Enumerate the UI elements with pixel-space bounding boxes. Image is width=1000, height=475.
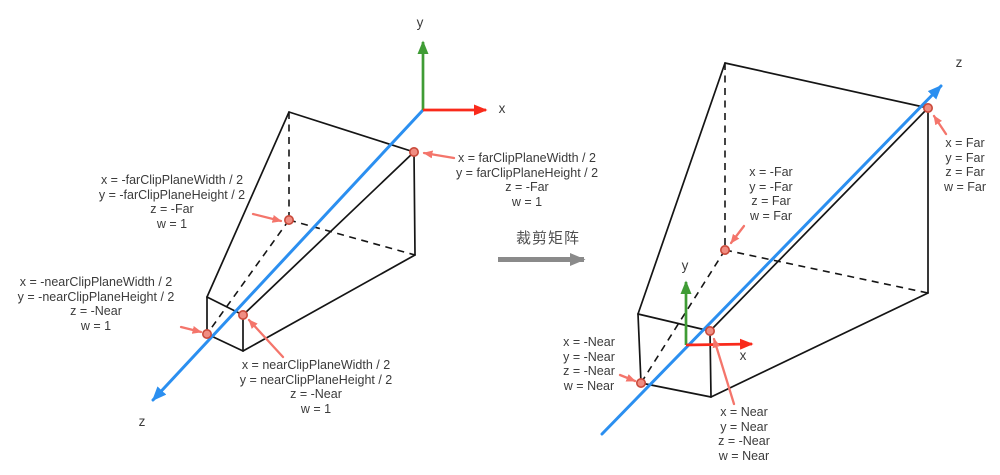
pointer-arrow: [932, 114, 948, 136]
label-line: w = 1: [156, 216, 188, 231]
frustum-hidden-edge: [724, 249, 929, 294]
pointer-arrow: [247, 318, 285, 359]
right-frustum-solid-edges: [637, 62, 929, 398]
pointer-arrow: [618, 373, 637, 383]
x-axis: [685, 338, 754, 350]
label-line: x = nearClipPlaneWidth / 2: [241, 358, 391, 372]
label-left-near-right-corner: x = nearClipPlaneWidth / 2 y = nearClipP…: [240, 358, 393, 416]
label-left-far-left-corner: x = -farClipPlaneWidth / 2 y = -farClipP…: [99, 173, 245, 231]
transform-arrow-label: 裁剪矩阵: [515, 230, 581, 247]
corner-dot-near-right: [238, 309, 249, 320]
corner-dot-near-right: [704, 325, 715, 336]
pointer-arrow: [712, 337, 736, 406]
frustum-edge: [242, 151, 415, 316]
label-line: y = -Near: [563, 349, 615, 364]
left-corner-dots: [202, 147, 419, 339]
frustum-edge: [709, 330, 712, 398]
label-line: z = -Near: [563, 364, 615, 379]
z-axis: [600, 84, 943, 436]
label-line: x = -Near: [563, 335, 615, 349]
label-line: z = -Far: [505, 180, 549, 195]
pointer-arrow: [422, 150, 456, 160]
label-line: w = 1: [511, 194, 543, 209]
label-line: y = -farClipPlaneHeight / 2: [98, 187, 246, 202]
frustum-hidden-edge: [288, 219, 416, 256]
left-y-axis-label: y: [416, 15, 424, 30]
label-line: w = Near: [563, 378, 615, 393]
label-line: y = -nearClipPlaneHeight / 2: [17, 289, 175, 304]
label-line: x = farClipPlaneWidth / 2: [458, 151, 596, 165]
z-axis: [151, 108, 425, 402]
label-left-far-right-corner: x = farClipPlaneWidth / 2 y = farClipPla…: [456, 151, 598, 209]
right-corner-dots: [635, 103, 933, 388]
corner-dot-near-left: [202, 328, 213, 339]
label-line: z = Far: [945, 165, 985, 180]
label-line: x = Near: [720, 405, 768, 419]
right-z-axis-label: z: [955, 55, 963, 70]
label-line: x = -nearClipPlaneWidth / 2: [19, 275, 173, 289]
label-line: w = Near: [718, 448, 770, 463]
label-line: w = 1: [300, 401, 332, 416]
frustum-edge: [640, 382, 712, 398]
label-line: z = -Near: [290, 387, 342, 402]
frustum-edge: [710, 292, 929, 398]
frustum-edge: [206, 296, 244, 316]
label-line: z = -Near: [70, 304, 122, 319]
right-x-axis-label: x: [739, 348, 747, 363]
corner-dot-far-hidden: [719, 245, 730, 256]
frustum-edge: [242, 254, 416, 352]
right-frustum-hidden-edges: [640, 63, 929, 384]
label-line: y = farClipPlaneHeight / 2: [455, 165, 599, 180]
frustum-edge: [709, 107, 929, 332]
label-line: z = Far: [751, 194, 791, 209]
label-line: y = -Far: [749, 179, 793, 194]
left-frustum-solid-edges: [206, 111, 416, 352]
left-pointer-arrows: [179, 150, 456, 359]
label-line: x = -farClipPlaneWidth / 2: [100, 173, 244, 187]
left-frustum-hidden-edges: [206, 112, 416, 335]
frustum-edge: [288, 111, 415, 153]
label-right-near-left-corner: x = -Near y = -Near z = -Near w = Near: [563, 335, 615, 393]
corner-dot-near-left: [635, 377, 646, 388]
frustum-edge: [637, 313, 642, 384]
corner-dot-far-right: [408, 147, 419, 158]
label-line: y = Near: [720, 419, 768, 434]
left-axes: [151, 40, 488, 402]
label-left-near-left-corner: x = -nearClipPlaneWidth / 2 y = -nearCli…: [18, 275, 175, 333]
frustum-edge: [637, 62, 726, 315]
label-line: y = Far: [945, 150, 985, 165]
pointer-arrow: [179, 325, 203, 334]
label-right-far-hidden-corner: x = -Far y = -Far z = Far w = Far: [749, 165, 792, 223]
corner-dot-far-hidden: [283, 215, 294, 226]
label-line: w = Far: [943, 179, 987, 194]
label-right-far-corner: x = Far y = Far z = Far w = Far: [944, 136, 986, 194]
frustum-edge: [724, 62, 929, 109]
frustum-hidden-edge: [640, 249, 726, 384]
corner-dot-far-right: [922, 103, 933, 114]
label-line: z = -Near: [718, 434, 770, 449]
label-line: z = -Far: [150, 202, 194, 217]
label-line: w = Far: [749, 208, 793, 223]
left-z-axis-label: z: [138, 414, 146, 429]
label-line: y = nearClipPlaneHeight / 2: [239, 372, 393, 387]
right-pointer-arrows: [618, 114, 948, 406]
label-right-near-right-corner: x = Near y = Near z = -Near w = Near: [718, 405, 770, 463]
label-line: w = 1: [80, 318, 112, 333]
label-line: x = Far: [945, 136, 985, 150]
left-x-axis-label: x: [498, 101, 506, 116]
right-y-axis-label: y: [681, 258, 689, 273]
frustum-edge: [413, 151, 416, 256]
frustum-hidden-edge: [206, 219, 290, 335]
frustum-edge: [637, 313, 711, 332]
frustum-edge: [206, 111, 290, 298]
right-axes: [600, 84, 943, 436]
label-line: x = -Far: [749, 165, 793, 179]
pointer-arrow: [251, 212, 283, 223]
pointer-arrow: [729, 224, 746, 245]
